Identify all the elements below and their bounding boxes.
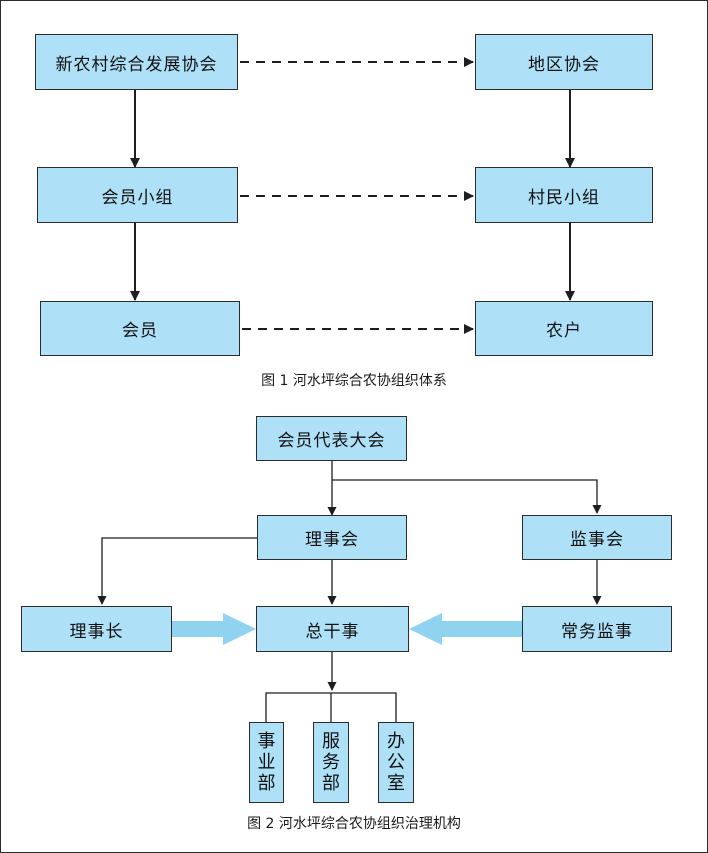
- service-dept-char-2: 务: [322, 752, 340, 773]
- wide-arrow-standing-supervisor-to-general-manager: [409, 613, 522, 645]
- node-chairman: 理事长: [21, 606, 172, 652]
- node-farmer: 农户: [475, 301, 653, 356]
- node-general-manager: 总干事: [256, 606, 409, 652]
- office-char-3: 室: [387, 773, 405, 794]
- office-char-1: 办: [387, 731, 405, 752]
- node-member-group: 会员小组: [37, 167, 238, 223]
- business-dept-char-3: 部: [257, 773, 276, 794]
- node-regional-assoc: 地区协会: [475, 34, 653, 90]
- office-char-2: 公: [387, 752, 405, 773]
- node-villager-group: 村民小组: [475, 167, 653, 223]
- service-dept-char-3: 部: [322, 773, 340, 794]
- node-member: 会员: [40, 301, 240, 356]
- node-council: 理事会: [257, 515, 407, 560]
- business-dept-char-1: 事: [257, 731, 276, 752]
- figure2-caption: 图 2 河水坪综合农协组织治理机构: [247, 816, 461, 832]
- arrow-assembly-to-supervisory: [332, 479, 602, 514]
- node-new-rural-assoc: 新农村综合发展协会: [35, 34, 238, 90]
- node-office: 办 公 室: [378, 722, 414, 803]
- wide-arrow-chairman-to-general-manager: [172, 613, 256, 645]
- node-standing-supervisor: 常务监事: [522, 606, 672, 652]
- node-general-assembly: 会员代表大会: [256, 416, 407, 461]
- business-dept-char-2: 业: [257, 752, 276, 773]
- node-service-dept: 服 务 部: [313, 722, 349, 803]
- figure1-caption: 图 1 河水坪综合农协组织体系: [261, 373, 447, 389]
- service-dept-char-1: 服: [322, 731, 340, 752]
- arrow-council-to-chairman: [97, 537, 257, 605]
- node-business-dept: 事 业 部: [249, 722, 284, 803]
- node-supervisory-board: 监事会: [522, 515, 672, 560]
